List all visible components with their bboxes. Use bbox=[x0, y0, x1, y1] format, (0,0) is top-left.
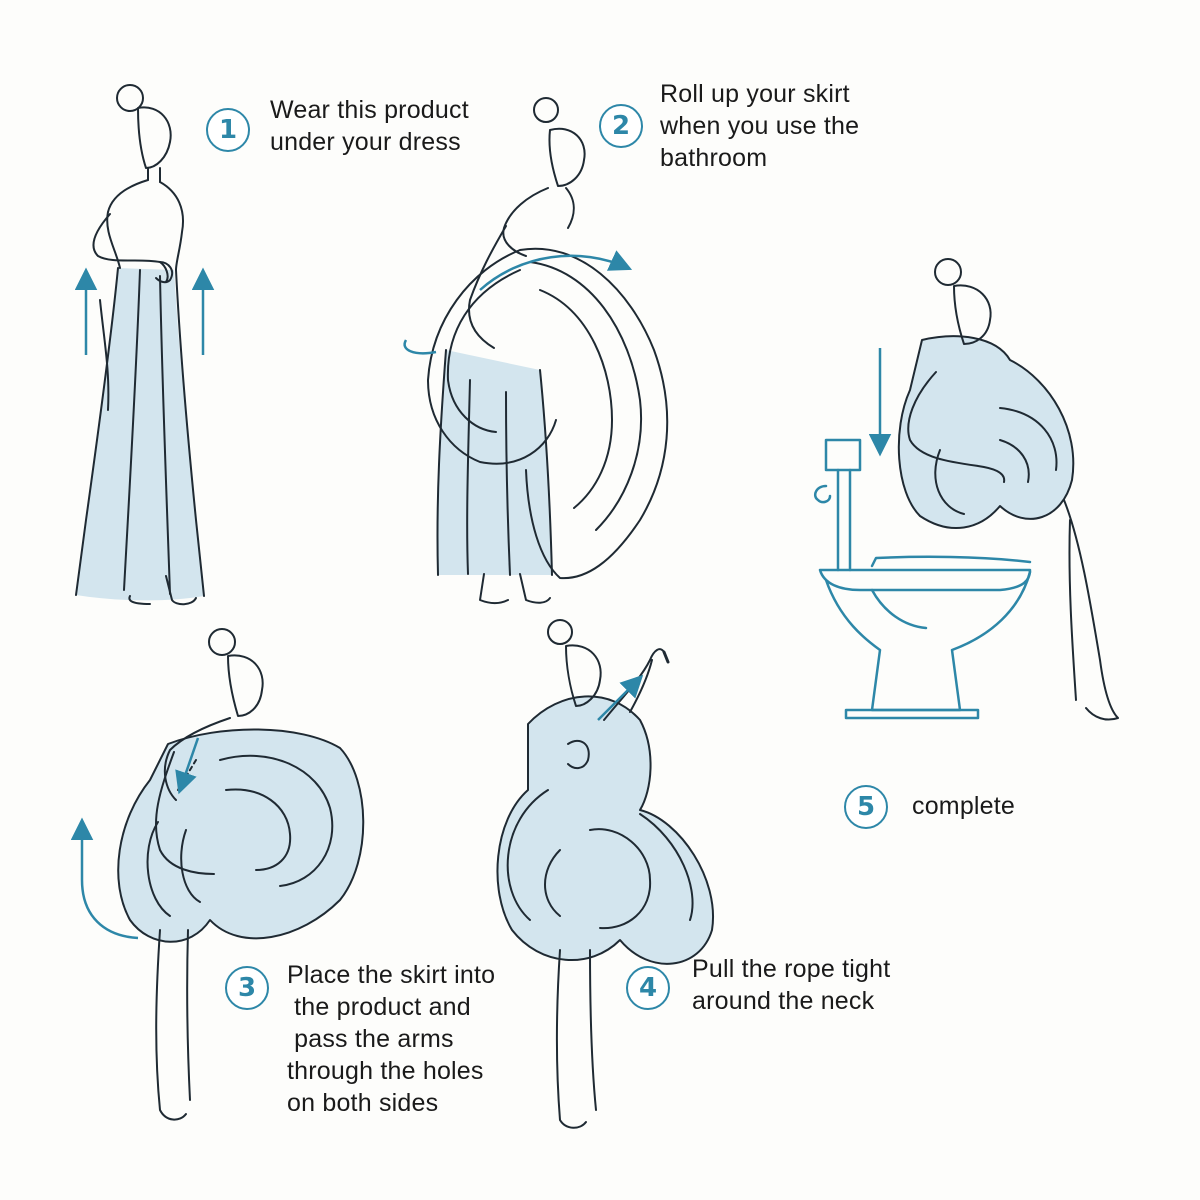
hair-bun bbox=[934, 258, 962, 286]
hair-bun bbox=[208, 628, 236, 656]
figure-step-4 bbox=[496, 619, 715, 1129]
curve-arrow-left bbox=[403, 339, 437, 355]
step-5-line: complete bbox=[912, 792, 1016, 820]
toilet-bowl bbox=[824, 570, 1032, 712]
toilet-lid bbox=[870, 555, 1032, 568]
down-arrow-into-product bbox=[175, 737, 200, 795]
hair-bun bbox=[547, 619, 573, 645]
figure-step-2 bbox=[427, 97, 669, 604]
toilet-inner bbox=[870, 588, 928, 630]
step-4-badge: 4 bbox=[626, 966, 670, 1010]
step-2-line: bathroom bbox=[660, 144, 768, 172]
step-1-badge: 1 bbox=[206, 108, 250, 152]
hair-bun bbox=[116, 84, 144, 112]
toilet-base bbox=[844, 708, 980, 720]
step-3-badge: 3 bbox=[225, 966, 269, 1010]
step-1-line: under your dress bbox=[270, 128, 461, 156]
step-3-line: through the holes bbox=[287, 1057, 484, 1085]
product-inner-rolls bbox=[146, 754, 334, 917]
hand-on-chest bbox=[567, 739, 590, 770]
arm bbox=[907, 371, 1006, 483]
head bbox=[953, 284, 992, 345]
diagonal-arrow-up bbox=[597, 674, 644, 721]
step-3-line: pass the arms bbox=[287, 1025, 454, 1053]
torso bbox=[163, 717, 231, 801]
legs-feet bbox=[155, 929, 191, 1121]
step-5-text: complete bbox=[912, 790, 1015, 822]
step-3-line: on both sides bbox=[287, 1089, 439, 1117]
arm bbox=[468, 225, 507, 349]
rolled-skirt bbox=[427, 247, 669, 580]
step-5-badge: 5 bbox=[844, 785, 888, 829]
step-3-line: the product and bbox=[287, 993, 471, 1021]
arm bbox=[154, 751, 215, 875]
step-4-line: around the neck bbox=[692, 987, 875, 1015]
step-2-line: Roll up your skirt bbox=[660, 80, 850, 108]
toilet-valve bbox=[814, 484, 832, 504]
hair-bun bbox=[533, 97, 559, 123]
product-fill bbox=[117, 728, 365, 943]
dress-fill bbox=[76, 268, 204, 601]
legs-feet bbox=[128, 575, 197, 606]
dress-fill bbox=[437, 350, 552, 575]
roll-layers bbox=[446, 261, 642, 531]
step-4-line: Pull the rope tight bbox=[692, 955, 891, 983]
step-4-text: Pull the rope tight around the neck bbox=[692, 953, 890, 1017]
step-2-badge: 2 bbox=[599, 104, 643, 148]
neck bbox=[147, 167, 161, 183]
arm bbox=[92, 213, 169, 283]
raised-arm bbox=[603, 648, 665, 721]
head bbox=[227, 654, 264, 717]
step-3-line: Place the skirt into bbox=[287, 961, 496, 989]
cape-fill bbox=[897, 335, 1075, 530]
legs bbox=[1063, 499, 1119, 721]
skirt-folds bbox=[99, 269, 171, 595]
toilet-tank bbox=[824, 438, 862, 472]
figure-step-1 bbox=[75, 84, 205, 606]
torso bbox=[502, 187, 575, 257]
skirt-body bbox=[436, 349, 553, 576]
step-1-text: Wear this product under your dress bbox=[270, 94, 469, 158]
head bbox=[548, 127, 586, 187]
head bbox=[565, 644, 602, 707]
step-3-text: Place the skirt into the product and pas… bbox=[287, 959, 495, 1119]
step-2-line: when you use the bbox=[660, 112, 860, 140]
legs-feet bbox=[479, 573, 551, 604]
rope bbox=[662, 650, 670, 664]
curve-arrow-top bbox=[479, 250, 633, 291]
curve-arrow-up bbox=[70, 817, 139, 940]
head bbox=[137, 106, 172, 169]
step-2-text: Roll up your skirt when you use the bath… bbox=[660, 78, 859, 174]
torso bbox=[106, 179, 184, 271]
cape-rolls bbox=[934, 407, 1058, 515]
step-1-line: Wear this product bbox=[270, 96, 469, 124]
legs-feet bbox=[556, 949, 597, 1129]
toilet-seat bbox=[818, 568, 1032, 592]
figure-step-5 bbox=[897, 258, 1119, 721]
toilet bbox=[814, 438, 1032, 720]
cape-rolls bbox=[506, 789, 694, 930]
skirt-outline bbox=[75, 267, 205, 597]
toilet-pipe bbox=[836, 468, 852, 572]
